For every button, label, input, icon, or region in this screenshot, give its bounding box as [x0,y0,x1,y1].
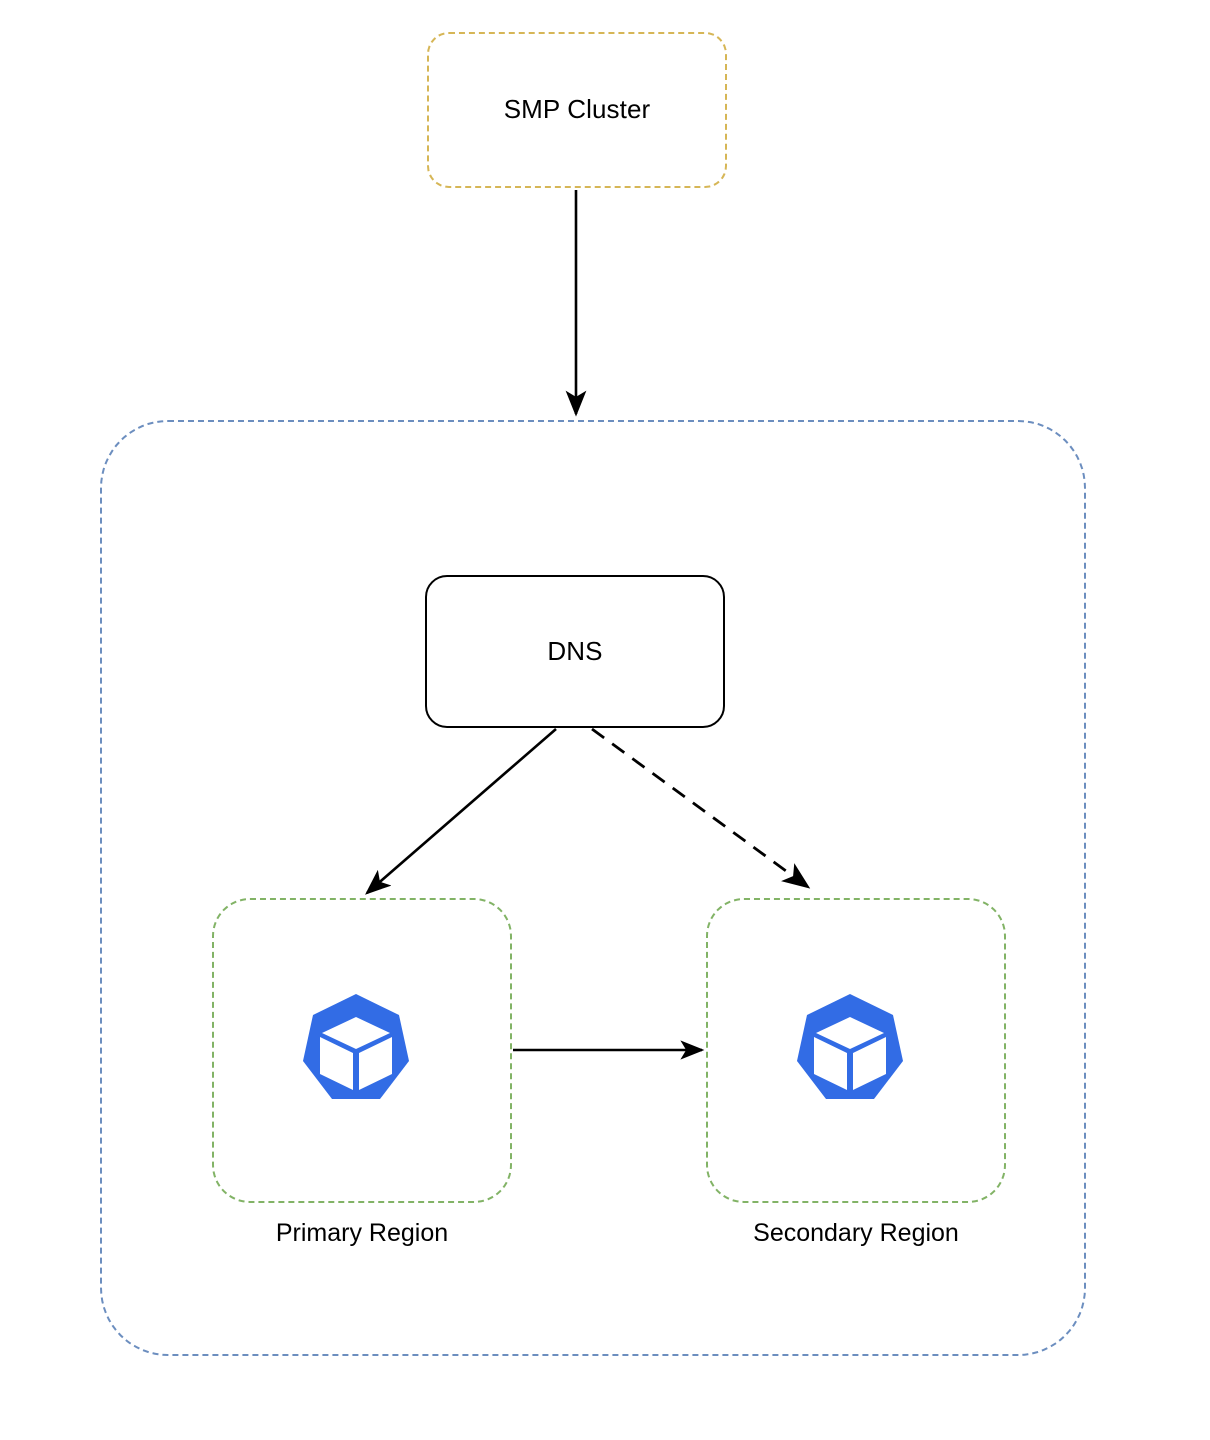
secondary-region-group[interactable] [706,898,1006,1203]
smp-cluster-node[interactable]: SMP Cluster [427,32,727,188]
dns-node[interactable]: DNS [425,575,725,728]
primary-region-group[interactable] [212,898,512,1203]
dns-label: DNS [547,635,603,666]
smp-cluster-label: SMP Cluster [503,94,651,125]
kubernetes-icon [303,994,409,1099]
secondary-region-label: Secondary Region [753,1219,959,1247]
primary-region-label: Primary Region [275,1219,449,1247]
kubernetes-icon [797,994,903,1099]
platform-container-group[interactable] [100,420,1086,1356]
